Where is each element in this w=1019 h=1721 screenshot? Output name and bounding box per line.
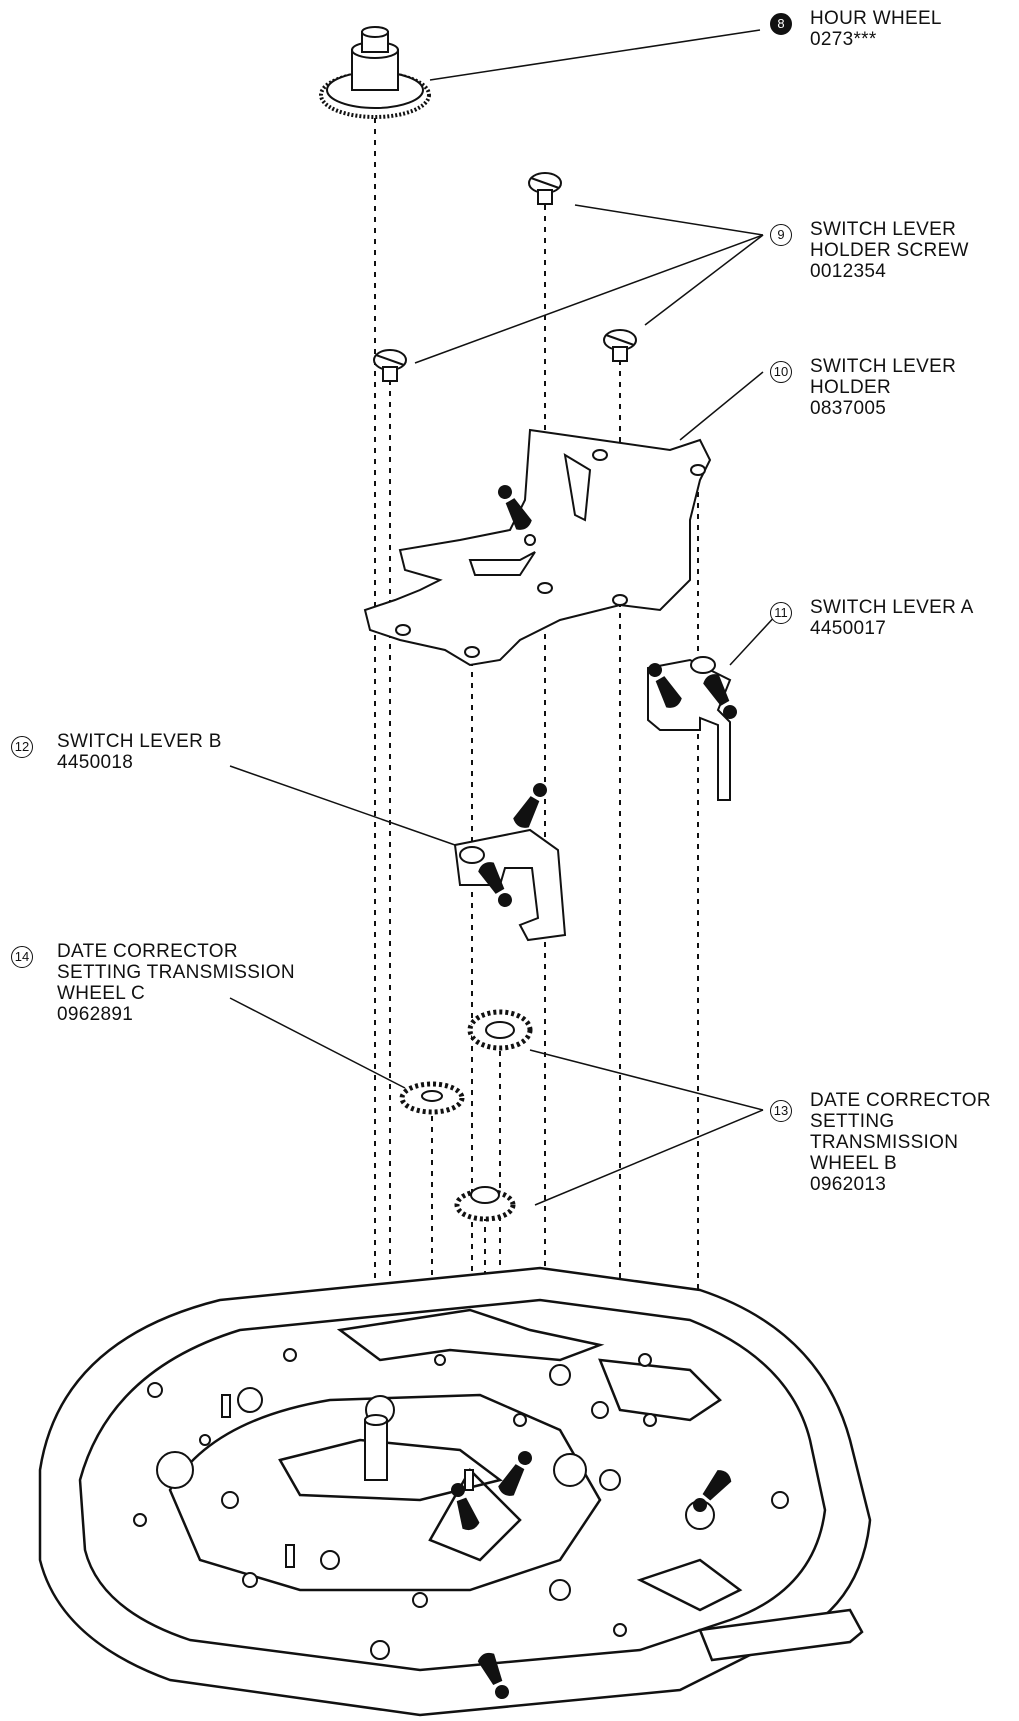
callout-9-label: SWITCH LEVER HOLDER SCREW 0012354 [810, 219, 969, 282]
screw-right [603, 329, 637, 362]
callout-12-badge: 12 [11, 736, 33, 758]
callout-8-label: HOUR WHEEL 0273*** [810, 8, 942, 50]
callout-10-name-2: HOLDER [810, 377, 891, 398]
callout-14-name-2: SETTING TRANSMISSION [57, 962, 295, 983]
callout-12-name: SWITCH LEVER B [57, 731, 222, 752]
callout-10-label: SWITCH LEVER HOLDER 0837005 [810, 356, 956, 419]
callout-14-badge: 14 [11, 946, 33, 968]
callout-11-code: 4450017 [810, 618, 887, 639]
wheel-c-part [399, 1081, 465, 1115]
movement-holes [133, 1348, 789, 1660]
callout-13-name-4: WHEEL B [810, 1153, 897, 1174]
callout-9-code: 0012354 [810, 261, 887, 282]
movement-posts [221, 1394, 474, 1568]
leader-14 [229, 997, 406, 1089]
callout-9-badge: 9 [770, 224, 792, 246]
callout-13-code: 0962013 [810, 1174, 887, 1195]
callout-14-name-3: WHEEL C [57, 983, 145, 1004]
callout-9-name-2: HOLDER SCREW [810, 240, 969, 261]
screw-left [373, 349, 407, 382]
leader-9b [414, 234, 764, 364]
callout-14-label: DATE CORRECTOR SETTING TRANSMISSION WHEE… [57, 941, 295, 1025]
leader-13a [529, 1049, 764, 1111]
leader-10 [679, 371, 764, 441]
switch-lever-holder-part [363, 428, 712, 667]
callout-14-code: 0962891 [57, 1004, 134, 1025]
callout-10-badge: 10 [770, 361, 792, 383]
callout-13-name-1: DATE CORRECTOR [810, 1090, 991, 1111]
callout-13-badge: 13 [770, 1100, 792, 1122]
callout-13-name-2: SETTING [810, 1111, 895, 1132]
assembly-axes [374, 118, 699, 1600]
switch-lever-b-part [453, 828, 567, 942]
callout-10-name-1: SWITCH LEVER [810, 356, 957, 377]
wheel-b-low-part [454, 1186, 516, 1222]
crown-stem [698, 1608, 864, 1662]
callout-12-code: 4450018 [57, 752, 134, 773]
leader-lines [229, 29, 779, 1206]
callout-10-code: 0837005 [810, 398, 887, 419]
callout-12-label: SWITCH LEVER B 4450018 [57, 731, 222, 773]
callout-11-badge: 11 [770, 602, 792, 624]
screw-center [528, 172, 562, 205]
wheel-b-top-part [467, 1009, 533, 1051]
leader-13b [534, 1109, 764, 1206]
callout-8-badge: 8 [770, 13, 792, 35]
leader-8 [429, 29, 761, 81]
leader-9c [644, 234, 764, 326]
callout-9-name-1: SWITCH LEVER [810, 219, 957, 240]
callout-14-name-1: DATE CORRECTOR [57, 941, 238, 962]
hour-wheel-part [319, 26, 431, 119]
leader-9a [574, 204, 764, 236]
callout-13-name-3: TRANSMISSION [810, 1132, 959, 1153]
leader-12 [229, 765, 456, 846]
callout-11-label: SWITCH LEVER A 4450017 [810, 597, 974, 639]
callout-8-code: 0273*** [810, 29, 877, 50]
callout-8-name: HOUR WHEEL [810, 8, 942, 29]
callout-11-name: SWITCH LEVER A [810, 597, 974, 618]
callout-13-label: DATE CORRECTOR SETTING TRANSMISSION WHEE… [810, 1090, 991, 1195]
leader-11 [729, 612, 779, 666]
